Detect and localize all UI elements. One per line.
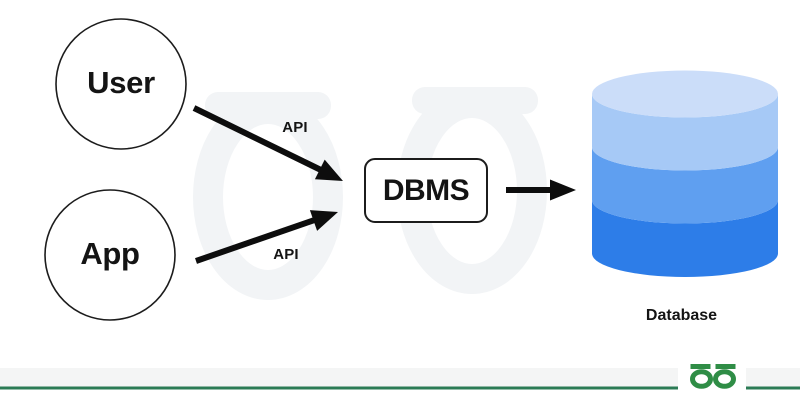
- cylinder-band-bottom: [592, 200, 778, 277]
- footer-logo-gap: [678, 354, 746, 394]
- dbms-node-box: [364, 158, 488, 223]
- app-node-circle: [44, 189, 176, 321]
- footer-rule: [0, 386, 800, 390]
- database-label: Database: [645, 307, 718, 324]
- logo-ring-right: [713, 369, 736, 389]
- footer: [0, 354, 800, 394]
- arrow-user-to-dbms: [192, 105, 343, 181]
- cylinder-band-middle: [592, 147, 778, 224]
- user-node-label: User: [87, 64, 155, 100]
- geeksforgeeks-logo-icon: [690, 364, 736, 389]
- logo-ring-left: [690, 369, 713, 389]
- api-label-user-edge: API: [282, 118, 308, 136]
- user-node-circle: [55, 18, 187, 150]
- footer-strip: [0, 368, 800, 388]
- cylinder-lid: [592, 70, 778, 118]
- arrow-app-to-dbms-head: [309, 210, 338, 231]
- api-label-app-edge: API: [273, 245, 299, 263]
- cylinder-band-top: [592, 94, 778, 171]
- arrow-dbms-to-database: [506, 179, 576, 201]
- arrow-app-to-dbms-shaft: [195, 215, 319, 264]
- database-icon: [592, 70, 778, 277]
- arrow-user-to-dbms-shaft: [192, 105, 325, 174]
- arrow-dbms-to-database-head: [550, 179, 576, 201]
- dbms-node-label: DBMS: [382, 173, 470, 207]
- app-node-label: App: [80, 235, 140, 271]
- arrow-app-to-dbms: [195, 210, 338, 264]
- arrow-user-to-dbms-head: [314, 159, 343, 181]
- watermark-ring-left: [193, 94, 343, 300]
